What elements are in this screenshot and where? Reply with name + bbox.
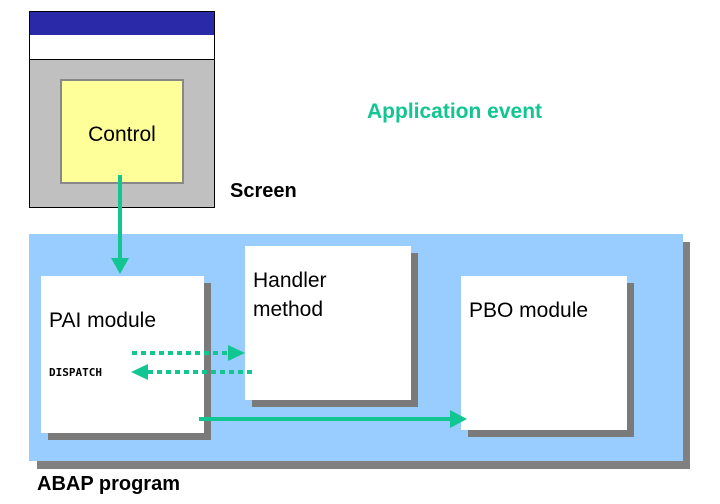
screen-label: Screen: [230, 180, 297, 202]
pbo-module-box: PBO module: [461, 276, 627, 430]
screen-window: Control: [29, 11, 215, 208]
handler-to-dispatch-arrowhead: [131, 364, 148, 380]
pai-to-handler-arrowhead: [228, 345, 245, 361]
control-to-pai-arrowhead: [111, 258, 129, 274]
control-label: Control: [88, 123, 156, 146]
handler-method-box: Handler method: [245, 246, 411, 400]
window-menubar: [30, 35, 214, 60]
dispatch-label: DISPATCH: [49, 366, 102, 379]
window-titlebar: [30, 12, 214, 36]
handler-method-label-line2: method: [253, 298, 324, 321]
application-event-label: Application event: [367, 100, 543, 123]
pai-module-box: PAI module: [41, 276, 204, 433]
pai-to-pbo-arrowhead: [450, 410, 467, 428]
handler-method-label-line1: Handler: [253, 269, 327, 292]
pai-module-label: PAI module: [49, 309, 156, 332]
pbo-module-label: PBO module: [469, 299, 589, 322]
control-box[interactable]: Control: [60, 79, 184, 184]
abap-program-label: ABAP program: [37, 473, 180, 495]
